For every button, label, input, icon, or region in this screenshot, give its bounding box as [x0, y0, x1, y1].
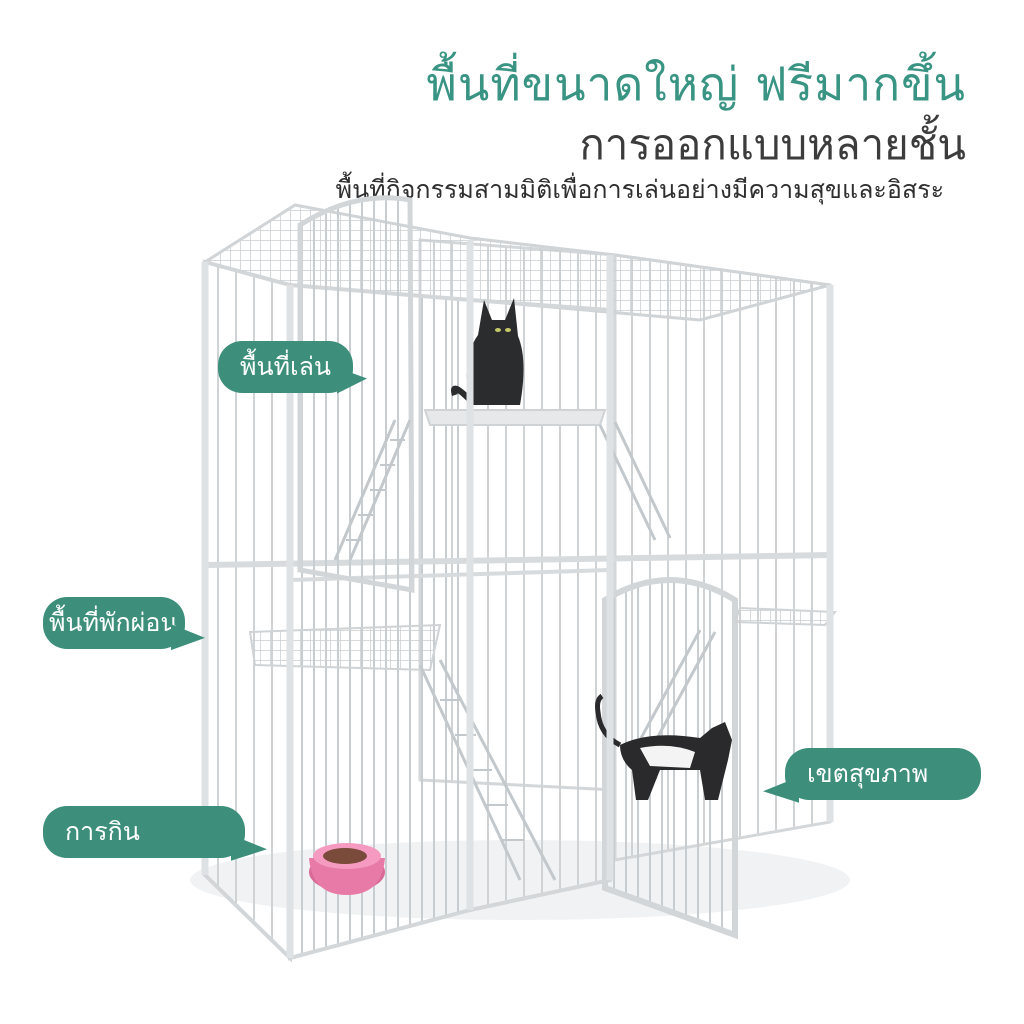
label-eat-area: การกิน [43, 806, 267, 876]
top-shelf [423, 409, 607, 426]
label-eat-text: การกิน [65, 817, 140, 846]
headline-tagline: พื้นที่กิจกรรมสามมิติเพื่อการเล่นอย่างมี… [335, 175, 944, 204]
food-bowl [309, 843, 385, 895]
frame-posts [201, 240, 834, 958]
headline-main: พื้นที่ขนาดใหญ่ ฟรีมากขึ้น [426, 57, 966, 111]
label-play-area: พื้นที่เล่น [218, 341, 368, 405]
label-rest-text: พื้นที่พักผ่อน [49, 608, 178, 637]
label-play-text: พื้นที่เล่น [240, 352, 332, 381]
right-shelf [733, 606, 837, 627]
left-mesh-shelf [248, 623, 442, 672]
headline-sub: การออกแบบหลายชั้น [579, 120, 966, 169]
upper-door [297, 195, 415, 593]
label-rest-area: พื้นที่พักผ่อน [43, 597, 206, 664]
cat-bottom-silhouette [595, 693, 732, 800]
label-hygiene-area: เขตสุขภาพ [763, 748, 981, 818]
label-hygiene-text: เขตสุขภาพ [807, 759, 929, 788]
